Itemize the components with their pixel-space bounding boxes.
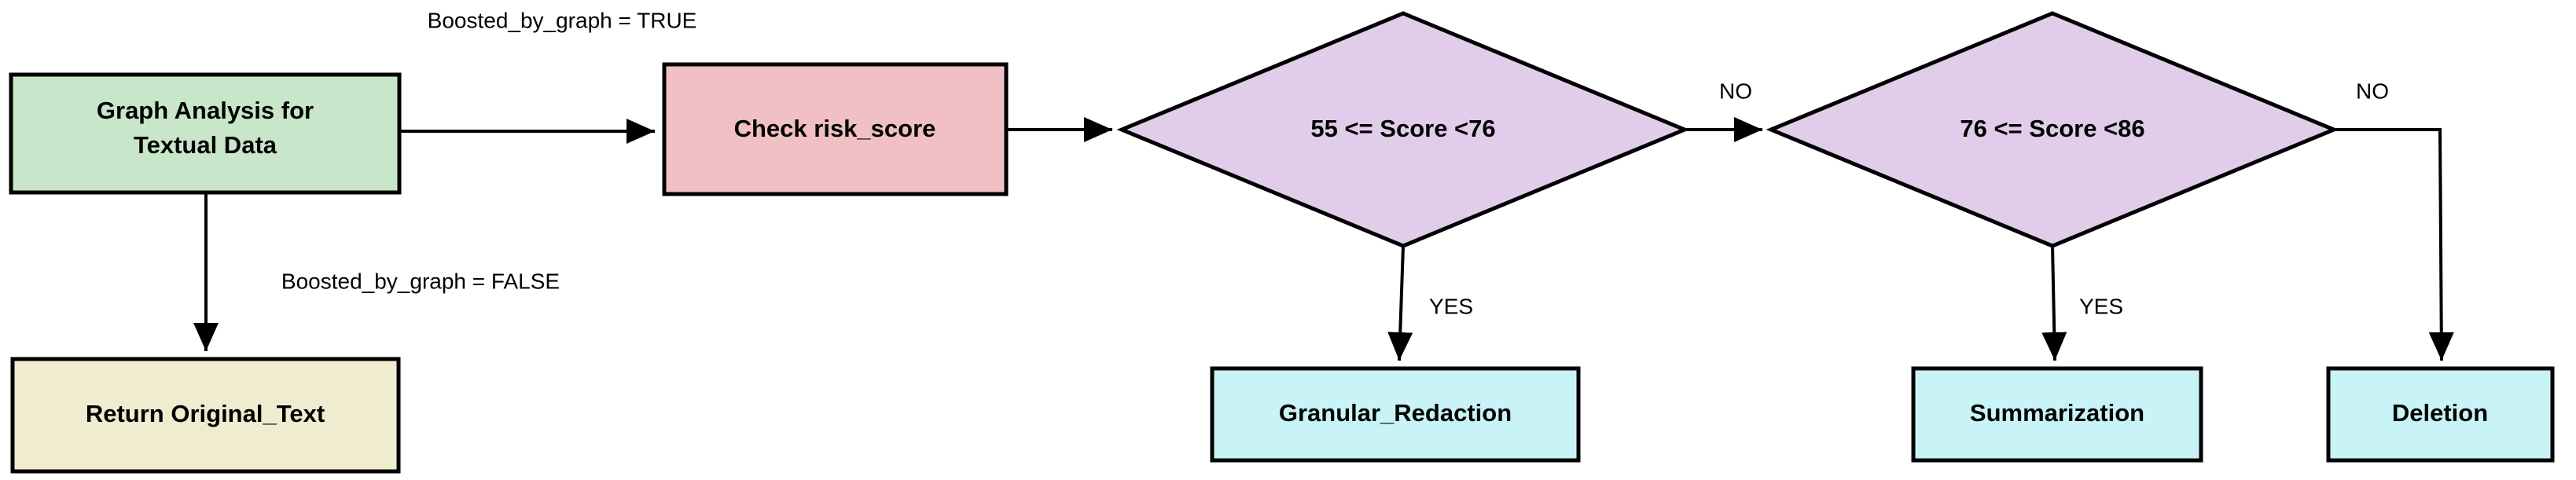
node-granular-redaction[interactable]: Granular_Redaction (1210, 366, 1581, 463)
node-decision-score-55-76-label: 55 <= Score <76 (1310, 115, 1495, 142)
edge-labels-layer: Boosted_by_graph = TRUE Boosted_by_graph… (281, 8, 2389, 318)
node-check-risk-score-shape[interactable] (662, 62, 1009, 196)
node-return-original-text[interactable]: Return Original_Text (10, 357, 401, 474)
edge-label-decision2-no: NO (2356, 79, 2389, 103)
node-decision-score-76-86-label: 76 <= Score <86 (1960, 115, 2144, 142)
node-deletion-label: Deletion (2392, 399, 2488, 427)
node-summarization-label: Summarization (1970, 399, 2144, 427)
node-granular-redaction-shape[interactable] (1210, 366, 1581, 463)
node-decision-score-76-86-shape[interactable] (1766, 11, 2339, 248)
edge-label-decision1-no: NO (1719, 79, 1752, 103)
node-graph-analysis-label-line2: Textual Data (134, 131, 277, 159)
edge-decision2-yes (2041, 245, 2067, 361)
edges-layer (193, 117, 2454, 361)
node-decision-score-55-76[interactable]: 55 <= Score <76 (1116, 11, 1690, 248)
edge-label-boosted-true: Boosted_by_graph = TRUE (428, 8, 697, 32)
node-summarization[interactable]: Summarization (1911, 366, 2203, 463)
node-graph-analysis[interactable]: Graph Analysis for Textual Data (9, 72, 402, 195)
edge-decision1-yes (1387, 245, 1413, 361)
node-graph-analysis-shape[interactable] (9, 72, 402, 195)
node-decision-score-76-86[interactable]: 76 <= Score <86 (1766, 11, 2339, 248)
node-check-risk-score-label: Check risk_score (734, 115, 936, 142)
node-deletion[interactable]: Deletion (2326, 366, 2555, 463)
edge-label-decision1-yes: YES (1429, 294, 1473, 318)
node-deletion-shape[interactable] (2326, 366, 2555, 463)
node-summarization-shape[interactable] (1911, 366, 2203, 463)
edge-label-boosted-false: Boosted_by_graph = FALSE (281, 269, 560, 293)
node-granular-redaction-label: Granular_Redaction (1279, 399, 1512, 427)
edge-label-decision2-yes: YES (2079, 294, 2123, 318)
edge-decision2-no (2334, 128, 2454, 361)
node-return-original-text-shape[interactable] (10, 357, 401, 474)
node-decision-score-55-76-shape[interactable] (1116, 11, 1690, 248)
node-check-risk-score[interactable]: Check risk_score (662, 62, 1009, 196)
node-graph-analysis-label-line1: Graph Analysis for (97, 97, 314, 124)
node-return-original-text-label: Return Original_Text (86, 400, 325, 427)
